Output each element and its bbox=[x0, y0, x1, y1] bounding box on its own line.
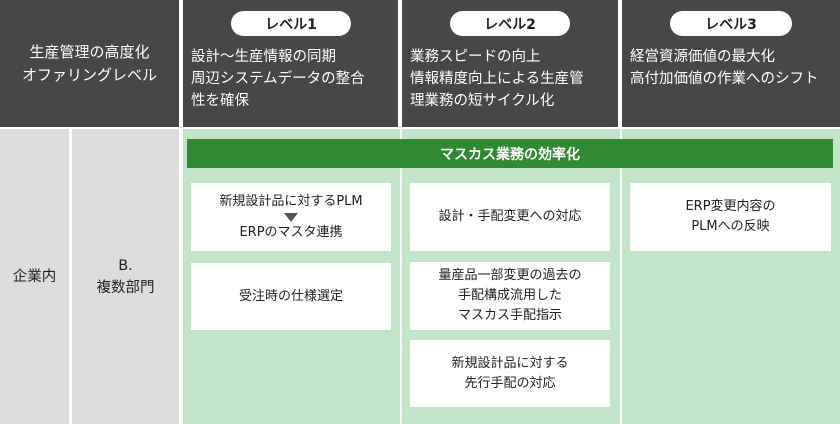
level2-badge: レベル2 bbox=[450, 11, 570, 36]
card-advance-order: 新規設計品に対する 先行手配の対応 bbox=[410, 340, 610, 407]
level1-badge: レベル1 bbox=[231, 11, 351, 36]
row-label-company: 企業内 bbox=[0, 129, 69, 424]
card-plm-line: 新規設計品に対するPLM bbox=[219, 193, 363, 209]
column-divider-2 bbox=[620, 129, 622, 424]
level1-description: 設計〜生産情報の同期 周辺システムデータの整合 性を確保 bbox=[191, 49, 365, 109]
efficiency-banner: マスカス業務の効率化 bbox=[187, 139, 833, 168]
header-level1: レベル1 設計〜生産情報の同期 周辺システムデータの整合 性を確保 bbox=[183, 0, 398, 127]
card-erp-line: ERPのマスタ連携 bbox=[239, 224, 343, 240]
down-triangle-icon bbox=[284, 212, 298, 222]
header-level2: レベル2 業務スピードの向上 情報精度向上による生産管 理業務の短サイクル化 bbox=[402, 0, 618, 127]
level3-description: 経営資源価値の最大化 高付加価値の作業へのシフト bbox=[630, 49, 819, 87]
card-order-spec: 受注時の仕様選定 bbox=[191, 263, 391, 330]
card-reuse-config: 量産品一部変更の過去の 手配構成流用した マスカス手配指示 bbox=[410, 262, 610, 330]
column-divider-1 bbox=[400, 129, 402, 424]
header-corner-title: 生産管理の高度化 オファリングレベル bbox=[0, 0, 179, 127]
level2-description: 業務スピードの向上 情報精度向上による生産管 理業務の短サイクル化 bbox=[410, 49, 584, 109]
row-label-department: B. 複数部門 bbox=[72, 129, 179, 424]
header-level3: レベル3 経営資源価値の最大化 高付加価値の作業へのシフト bbox=[622, 0, 840, 127]
card-plm-erp-link: 新規設計品に対するPLM ERPのマスタ連携 bbox=[191, 183, 391, 251]
card-erp-plm-reflect: ERP変更内容の PLMへの反映 bbox=[630, 183, 831, 251]
level3-badge: レベル3 bbox=[670, 11, 792, 36]
card-design-change: 設計・手配変更への対応 bbox=[410, 183, 610, 251]
